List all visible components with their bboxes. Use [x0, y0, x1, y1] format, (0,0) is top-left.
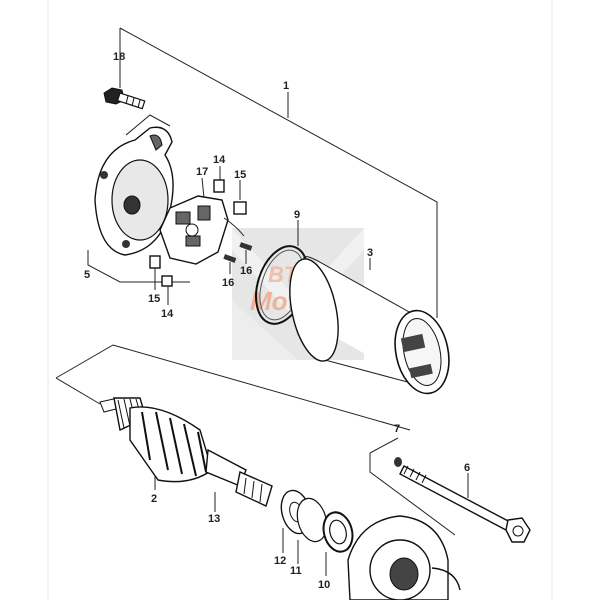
through-bolt-6 [399, 465, 531, 543]
callout-5: 5 [84, 269, 90, 281]
callout-1: 1 [283, 80, 289, 92]
screw-16-right [239, 242, 253, 264]
bracket-line-6 [369, 453, 456, 536]
brush-15-top [223, 180, 247, 237]
callout-15-top: 15 [234, 169, 246, 181]
callout-16-left: 16 [222, 277, 234, 289]
washer-7 [394, 457, 402, 467]
callout-2: 2 [151, 493, 157, 505]
front-cover [347, 515, 461, 600]
callout-6: 6 [464, 462, 470, 474]
brush-14-top [213, 166, 225, 193]
shim-11 [296, 497, 328, 564]
shaft-13 [205, 448, 273, 512]
callout-17: 17 [196, 166, 208, 178]
brush-15-bottom [149, 255, 161, 290]
oil-seal-10 [322, 511, 354, 576]
leader-7 [369, 437, 399, 454]
bracket-line-2-left [55, 377, 101, 405]
yoke-housing-3 [289, 256, 450, 395]
callout-13: 13 [208, 513, 220, 525]
armature-2 [99, 397, 213, 490]
callout-3: 3 [367, 247, 373, 259]
callout-18: 18 [113, 51, 125, 63]
callout-14-top: 14 [213, 154, 226, 166]
end-cover-5 [94, 114, 174, 256]
screw-16-left [223, 254, 237, 274]
brush-holder-17 [159, 177, 229, 265]
bolt-18 [103, 63, 146, 110]
brush-14-bottom [161, 275, 173, 305]
bracket-line-1 [119, 27, 438, 318]
callout-7: 7 [394, 423, 400, 435]
callout-14-bottom: 14 [161, 308, 174, 320]
callout-16-right: 16 [240, 265, 252, 277]
bracket-line-2 [55, 344, 411, 431]
callout-15-bottom: 15 [148, 293, 160, 305]
callout-10: 10 [318, 579, 330, 591]
callout-11: 11 [290, 565, 302, 577]
callout-12: 12 [274, 555, 286, 567]
callout-9: 9 [294, 209, 300, 221]
